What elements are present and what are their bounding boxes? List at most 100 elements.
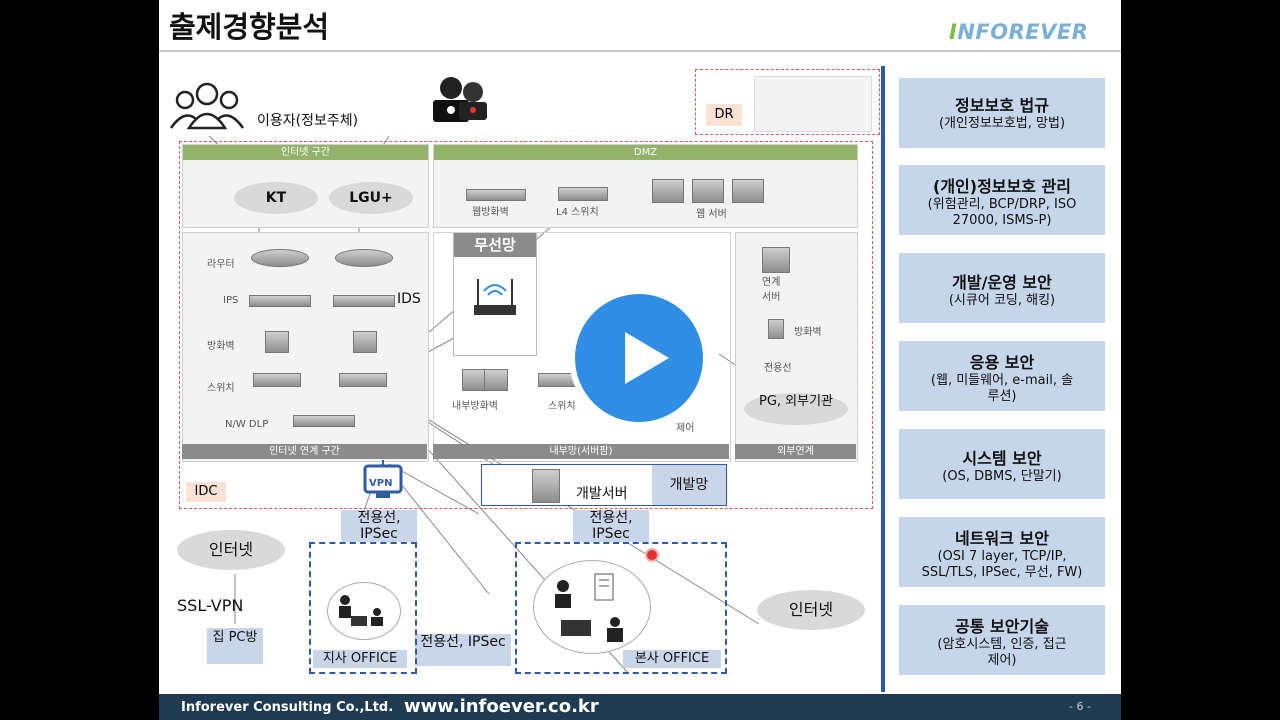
external-link-zone: 연계 서버 방화벽 전용선 PG, 외부기관 bbox=[735, 232, 858, 462]
link-server-device bbox=[762, 247, 790, 273]
staff-icon bbox=[339, 595, 383, 626]
sidebar-item-title: 공통 보안기술 bbox=[955, 617, 1049, 636]
cloud-lgu: LGU+ bbox=[329, 182, 413, 214]
ips-device-1 bbox=[249, 295, 311, 307]
l4-switch-label: L4 스위치 bbox=[556, 207, 599, 218]
sidebar-item-law: 정보보호 법규 (개인정보보호법, 망법) bbox=[899, 78, 1105, 148]
play-button[interactable] bbox=[569, 288, 709, 428]
home-pc-box: 집 PC방 bbox=[207, 628, 263, 664]
internet-zone-bar: 인터넷 구간 bbox=[183, 145, 428, 160]
vpn-label: VPN bbox=[369, 478, 393, 489]
internet-link-zone-bar: 인터넷 연계 구간 bbox=[182, 444, 427, 459]
leased-ipsec-1: 전용선, IPSec bbox=[341, 510, 417, 542]
dmz-zone: DMZ 웹방화벽 L4 스위치 웹 서버 bbox=[433, 144, 858, 228]
web-server-1 bbox=[652, 179, 684, 203]
external-link-zone-bar: 외부연계 bbox=[735, 444, 856, 459]
pg-external-cloud: PG, 외부기관 bbox=[744, 393, 848, 425]
alert-dot bbox=[645, 548, 659, 562]
firewall-label: 방화벽 bbox=[207, 341, 235, 352]
dmz-zone-bar: DMZ bbox=[434, 145, 857, 160]
dev-server-label: 개발서버 bbox=[576, 486, 628, 502]
sidebar-item-title: 응용 보안 bbox=[969, 353, 1035, 372]
sidebar-item-devops: 개발/운영 보안 (시큐어 코딩, 해킹) bbox=[899, 253, 1105, 323]
web-server-3 bbox=[732, 179, 764, 203]
branch-office-label: 지사 OFFICE bbox=[313, 650, 407, 668]
sidebar-item-sub: (OS, DBMS, 단말기) bbox=[942, 469, 1062, 484]
dedicated-line-label: 전용선 bbox=[764, 363, 792, 374]
firewall-1 bbox=[265, 331, 289, 353]
dr-box: DR bbox=[695, 69, 880, 135]
sidebar-item-network: 네트워크 보안 (OSI 7 layer, TCP/IP, SSL/TLS, I… bbox=[899, 517, 1105, 587]
web-firewall-label: 웹방화벽 bbox=[472, 207, 509, 218]
sidebar-item-sub: (시큐어 코딩, 해킹) bbox=[948, 293, 1056, 308]
slide: 출제경향분석 INFOREVER bbox=[159, 0, 1121, 720]
head-office-label: 본사 OFFICE bbox=[623, 650, 721, 668]
internet-cloud-left: 인터넷 bbox=[177, 530, 285, 570]
router-1 bbox=[251, 249, 309, 267]
ext-firewall-label: 방화벽 bbox=[794, 327, 822, 338]
web-server-label: 웹 서버 bbox=[696, 209, 727, 220]
internal-zone-bar: 내부망(서버팜) bbox=[433, 444, 729, 459]
cloud-kt: KT bbox=[234, 182, 318, 214]
diagram-area: 이용자(정보주체) DR IDC 인터넷 구간 KT LGU+ DMZ 웹방화벽 bbox=[159, 54, 884, 694]
sidebar-item-sub: (위험관리, BCP/DRP, ISO 27000, ISMS-P) bbox=[927, 197, 1077, 228]
page-title: 출제경향분석 bbox=[169, 10, 330, 44]
title-divider bbox=[159, 50, 1121, 52]
sidebar-item-sub: (웹, 미들웨어, e-mail, 솔루션) bbox=[930, 373, 1074, 404]
internet-link-zone: 라우터 IPS IDS 방화벽 스위치 N/W DLP bbox=[182, 232, 429, 462]
footer-company: Inforever Consulting Co.,Ltd. bbox=[181, 700, 394, 715]
users-icon bbox=[169, 82, 245, 130]
sidebar-item-application: 응용 보안 (웹, 미들웨어, e-mail, 솔루션) bbox=[899, 341, 1105, 411]
ips-device-2 bbox=[333, 295, 395, 307]
dev-network-label: 개발망 bbox=[652, 465, 726, 505]
internal-firewall-device-2 bbox=[484, 369, 508, 391]
wireless-box: 무선망 bbox=[453, 232, 537, 356]
head-staff-circle bbox=[533, 560, 651, 654]
internal-switch-label: 스위치 bbox=[548, 401, 576, 412]
sidebar-item-title: 네트워크 보안 bbox=[955, 529, 1049, 548]
internal-firewall-label: 내부방화벽 bbox=[452, 401, 498, 412]
sidebar-item-title: (개인)정보보호 관리 bbox=[933, 177, 1071, 196]
sidebar-item-common: 공통 보안기술 (암호시스템, 인증, 접근제어) bbox=[899, 605, 1105, 675]
ext-firewall-device bbox=[768, 319, 784, 339]
switch-label: 스위치 bbox=[207, 383, 235, 394]
l4-switch-device bbox=[558, 187, 608, 201]
page-number: - 6 - bbox=[1069, 700, 1091, 713]
link-server-label: 연계 서버 bbox=[762, 277, 781, 303]
idc-label: IDC bbox=[186, 482, 226, 502]
footer: Inforever Consulting Co.,Ltd. www.infoev… bbox=[159, 694, 1121, 720]
staff-icon bbox=[555, 573, 623, 642]
sidebar-item-title: 시스템 보안 bbox=[962, 449, 1042, 468]
internal-control-label: 제어 bbox=[676, 423, 695, 434]
footer-url[interactable]: www.infoever.co.kr bbox=[404, 696, 599, 717]
ips-label: IPS bbox=[223, 295, 239, 306]
firewall-2 bbox=[353, 331, 377, 353]
dev-server-device bbox=[532, 469, 560, 503]
vpn-icon bbox=[363, 460, 403, 498]
users-label: 이용자(정보주체) bbox=[257, 113, 359, 129]
idc-box: IDC bbox=[179, 141, 873, 509]
sidebar-item-sub: (OSI 7 layer, TCP/IP, SSL/TLS, IPSec, 무선… bbox=[921, 549, 1083, 580]
sidebar-item-sub: (개인정보보호법, 망법) bbox=[938, 116, 1066, 131]
web-firewall-device bbox=[466, 189, 526, 201]
nwdlp-device bbox=[293, 415, 355, 427]
sidebar-item-title: 정보보호 법규 bbox=[955, 96, 1049, 115]
branch-office-box: 지사 OFFICE bbox=[309, 542, 417, 674]
leased-ipsec-2: 전용선, IPSec bbox=[573, 510, 649, 542]
sidebar-item-management: (개인)정보보호 관리 (위험관리, BCP/DRP, ISO 27000, I… bbox=[899, 165, 1105, 235]
internet-cloud-right: 인터넷 bbox=[757, 590, 865, 630]
leased-ipsec-3: 전용선, IPSec bbox=[415, 634, 511, 666]
router-label: 라우터 bbox=[207, 259, 235, 270]
switch-1 bbox=[253, 373, 301, 387]
wireless-ap-icon bbox=[474, 279, 516, 315]
hacker-icon bbox=[433, 77, 487, 122]
dev-box: 개발서버 개발망 bbox=[481, 464, 727, 506]
dr-label: DR bbox=[706, 104, 742, 126]
sidebar-item-system: 시스템 보안 (OS, DBMS, 단말기) bbox=[899, 429, 1105, 499]
ssl-vpn-label: SSL-VPN bbox=[177, 596, 244, 615]
dr-thumbnail bbox=[754, 76, 872, 132]
play-icon bbox=[625, 332, 669, 384]
web-server-2 bbox=[692, 179, 724, 203]
wireless-label: 무선망 bbox=[454, 233, 536, 257]
internal-firewall-device-1 bbox=[462, 369, 486, 391]
